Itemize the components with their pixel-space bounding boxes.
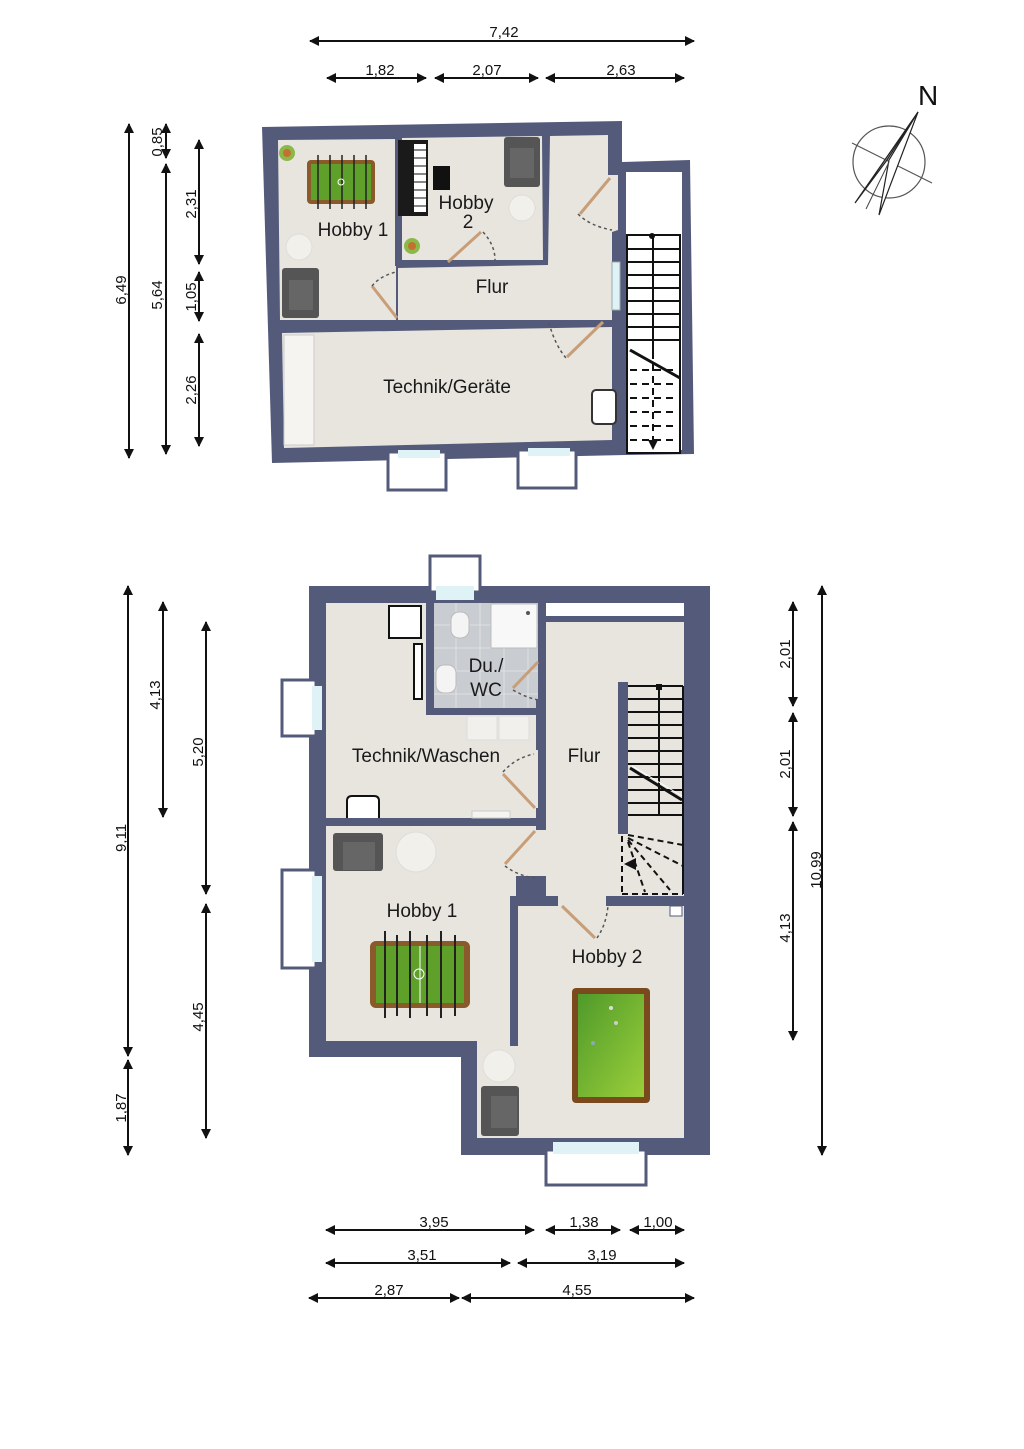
dim-bottom-r1-3: 1,00 <box>643 1214 672 1231</box>
dim-right-total: 10,99 <box>808 851 825 889</box>
foosball-table-icon <box>307 155 375 209</box>
dim-top-seg3: 2,63 <box>606 62 635 79</box>
dim-left-231: 2,31 <box>183 189 200 218</box>
staircase-icon <box>626 233 681 454</box>
room-label-hobby2: Hobby 2 <box>572 947 643 968</box>
shelf-icon <box>283 334 315 446</box>
room-label-hobby1: Hobby 1 <box>387 901 458 922</box>
dim-bottom-r1-1: 3,95 <box>419 1214 448 1231</box>
dim-left-inner: 4,13 <box>147 680 164 709</box>
washer-icon <box>466 715 498 741</box>
round-table-icon <box>508 194 536 222</box>
dim-bottom-r3-1: 2,87 <box>374 1282 403 1299</box>
door-hobby2 <box>560 904 597 940</box>
dryer-icon <box>498 715 530 741</box>
dim-right-seg2: 2,01 <box>777 749 794 778</box>
shower-icon <box>490 603 538 649</box>
appliance-icon <box>388 605 422 639</box>
appliance-icon <box>346 795 380 818</box>
dim-bottom-r2-2: 3,19 <box>587 1247 616 1264</box>
plant-icon <box>404 238 420 254</box>
foosball-table-icon <box>370 931 470 1018</box>
dim-top-seg1: 1,82 <box>365 62 394 79</box>
dim-left-bottom: 1,87 <box>113 1093 130 1122</box>
door-hobby2 <box>446 230 483 264</box>
dim-bottom-r2-1: 3,51 <box>407 1247 436 1264</box>
sink-icon <box>435 664 457 694</box>
dim-right-seg1: 2,01 <box>777 639 794 668</box>
door-hobby1 <box>503 829 537 866</box>
pool-table-icon <box>572 988 650 1103</box>
appliance-icon <box>591 389 617 425</box>
staircase-icon <box>621 684 684 895</box>
piano-icon <box>398 140 450 216</box>
toilet-icon <box>450 611 470 639</box>
shelf-icon <box>471 810 511 819</box>
round-table-icon <box>285 233 313 261</box>
plant-icon <box>279 145 295 161</box>
dim-left-085: 0,85 <box>149 127 166 156</box>
room-label-technik-geraete: Technik/Geräte <box>383 377 511 398</box>
north-label: N <box>918 80 938 111</box>
dim-left-outer-bottom: 4,45 <box>190 1002 207 1031</box>
round-table-icon <box>482 1049 516 1083</box>
room-label-hobby2-number: 2 <box>463 212 474 233</box>
dim-right-seg3: 4,13 <box>777 913 794 942</box>
upper-floor-plan: Hobby 1 Hobby 2 Flur Technik/Geräte <box>262 121 694 492</box>
dim-top-seg2: 2,07 <box>472 62 501 79</box>
shelf-icon <box>413 643 423 700</box>
door-hobby1 <box>370 285 399 319</box>
room-label-hobby1: Hobby 1 <box>318 220 389 241</box>
dim-left-226: 2,26 <box>183 375 200 404</box>
north-compass-icon: N <box>851 80 938 216</box>
door-technik <box>565 320 605 359</box>
lower-dimensions: 9,11 1,87 4,13 5,20 4,45 10,99 2,01 2,01… <box>113 585 827 1303</box>
lower-floor-plan: Du./ WC Technik/Waschen Flur Hobby 1 Hob… <box>280 554 710 1187</box>
dim-left-outer-top: 5,20 <box>190 737 207 766</box>
dim-bottom-r3-2: 4,55 <box>562 1282 591 1299</box>
room-label-technik-waschen: Technik/Waschen <box>352 746 500 767</box>
dim-left-564: 5,64 <box>149 280 166 309</box>
dim-left-total: 9,11 <box>113 824 130 852</box>
door-stair <box>578 177 612 215</box>
room-label-hobby2: Hobby <box>439 193 494 214</box>
round-table-icon <box>395 831 437 873</box>
dim-left-105: 1,05 <box>183 282 200 311</box>
room-label-bath-wc: WC <box>470 680 502 701</box>
dim-left-total: 6,49 <box>113 275 130 304</box>
dim-bottom-r1-2: 1,38 <box>569 1214 598 1231</box>
room-label-flur: Flur <box>476 277 509 298</box>
door-technik-waschen <box>501 772 537 810</box>
door-bath <box>511 660 540 690</box>
dim-top-total: 7,42 <box>489 24 518 41</box>
room-label-bath: Du./ <box>469 656 505 677</box>
upper-dimensions: 7,42 1,82 2,07 2,63 6,49 0,85 5,64 2,31 … <box>113 24 695 459</box>
room-label-flur: Flur <box>568 746 601 767</box>
